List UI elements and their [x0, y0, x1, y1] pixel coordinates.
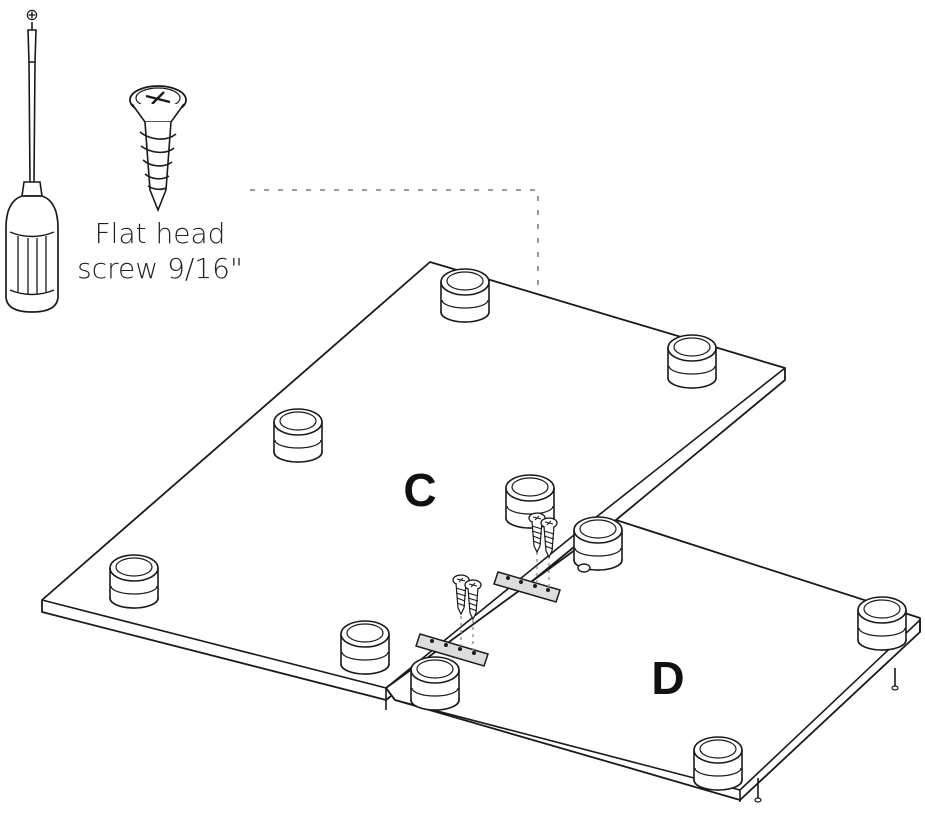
- leg-foot: [573, 516, 623, 571]
- leg-foot: [340, 620, 390, 675]
- screw-hole: [577, 563, 591, 573]
- mending-plate-lower: [415, 633, 489, 667]
- leg-foot: [693, 736, 743, 791]
- mending-plate-upper: [493, 571, 561, 603]
- leg-foot: [109, 554, 159, 609]
- panel-d: [385, 519, 921, 803]
- leg-foot: [857, 596, 907, 651]
- leg-foot: [273, 408, 323, 463]
- screw-caption-line-2: screw 9/16": [77, 252, 243, 285]
- guide-line-upper: [536, 552, 550, 588]
- leg-foot: [667, 334, 717, 389]
- panel-d-label: D: [651, 652, 684, 704]
- screw-caption-line-1: Flat head: [95, 217, 226, 250]
- phillips-tip-symbol: ⊕: [25, 7, 38, 24]
- leg-foot: [440, 268, 490, 323]
- flat-head-screw-icon: [129, 85, 187, 213]
- leg-foot: [410, 656, 460, 711]
- panel-c-label: C: [403, 464, 436, 516]
- guide-line-lower: [460, 616, 474, 650]
- phillips-screwdriver-icon: ⊕: [5, 7, 59, 313]
